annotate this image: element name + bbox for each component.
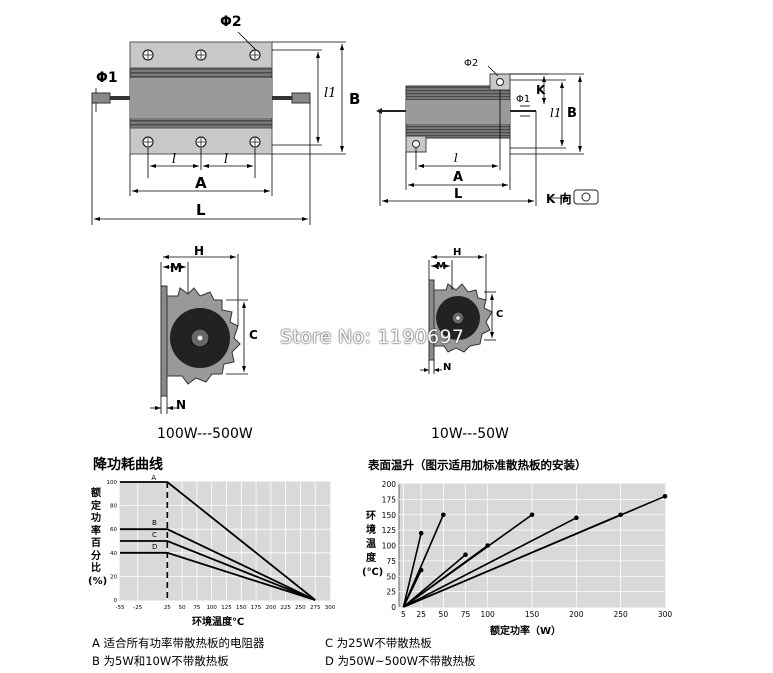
temprise-tick-labels: 5 25 50 75 100 150 200 250 300 0 25 50 75 100 125 150 17… xyxy=(382,480,673,619)
small-resistor-view xyxy=(376,65,599,206)
large-resistor-view xyxy=(91,31,346,225)
derating-ytick-1: 20 xyxy=(110,574,117,580)
derating-xtick-12: 275 xyxy=(310,605,321,611)
temprise-series xyxy=(402,494,668,608)
derating-ytick-3: 60 xyxy=(110,527,117,533)
derating-series-label-C: C xyxy=(152,531,157,539)
temprise-point-2 xyxy=(441,512,446,518)
derating-ylabel-char-3: 率 xyxy=(91,525,101,537)
temprise-line-2 xyxy=(402,514,445,608)
temprise-ylabel-char-3: 度 xyxy=(366,553,376,564)
caption-10w-50w: 10W---50W xyxy=(431,426,509,442)
legend-d: D 为50W~500W不带散热板 xyxy=(325,654,476,668)
store-watermark: Store No: 1190697 xyxy=(280,326,465,348)
derating-xtick-9: 200 xyxy=(266,605,277,611)
large-end-view xyxy=(150,254,248,414)
temprise-xtick-0: 5 xyxy=(401,610,406,619)
temprise-xtick-5: 150 xyxy=(525,610,540,619)
derating-series-label-D: D xyxy=(152,543,157,551)
derating-line-D xyxy=(120,551,316,601)
temprise-point-8 xyxy=(662,494,668,499)
temprise-line-6 xyxy=(403,517,577,608)
temprise-xtick-7: 250 xyxy=(614,610,629,619)
derating-xtick-5: 100 xyxy=(206,605,217,611)
derating-xtick-3: 50 xyxy=(179,605,186,611)
temprise-xtick-3: 75 xyxy=(461,610,471,619)
temprise-xtick-2: 50 xyxy=(439,610,449,619)
derating-xtick-1: -25 xyxy=(133,605,142,611)
temprise-ytick-3: 75 xyxy=(386,557,396,566)
derating-xtick-4: 75 xyxy=(193,605,200,611)
derating-line-A xyxy=(120,481,316,601)
temprise-point-5 xyxy=(529,512,535,518)
small-end-view xyxy=(420,254,496,374)
caption-100w-500w: 100W---500W xyxy=(157,426,253,442)
temprise-xtick-6: 200 xyxy=(569,610,584,619)
temprise-line-5 xyxy=(402,514,533,608)
derating-ylabel-char-7: (%) xyxy=(88,575,108,587)
derating-ylabel-char-6: 比 xyxy=(91,563,101,574)
temprise-chart: 5 25 50 75 100 150 200 250 300 0 25 50 75 100 125 150 17… xyxy=(382,480,673,619)
derating-series: A BCD xyxy=(120,474,316,601)
derating-xtick-0: -55 xyxy=(116,605,125,611)
derating-ylabel-char-5: 分 xyxy=(91,550,101,562)
temprise-ytick-4: 100 xyxy=(382,542,397,551)
derating-series-label-A: A xyxy=(151,474,156,482)
derating-ytick-5: 100 xyxy=(107,480,118,486)
derating-xtick-6: 125 xyxy=(221,605,232,611)
derating-xtick-2: 25 xyxy=(164,605,171,611)
temprise-ylabel-char-0: 环 xyxy=(366,511,376,522)
temprise-ylabel: 环境温度 (℃) xyxy=(362,510,384,580)
temprise-line-8 xyxy=(403,495,666,608)
derating-line-B xyxy=(120,528,316,601)
legend-c: C 为25W不带散热板 xyxy=(325,636,432,650)
temprise-xtick-8: 300 xyxy=(658,610,673,619)
temprise-ytick-6: 150 xyxy=(382,511,397,520)
derating-xtick-13: 300 xyxy=(325,605,336,611)
temprise-gridlines xyxy=(399,483,666,608)
temprise-xtick-4: 100 xyxy=(481,610,496,619)
derating-ylabel-char-4: 百 xyxy=(91,538,101,549)
temprise-point-6 xyxy=(574,515,579,521)
temprise-ytick-1: 25 xyxy=(386,588,396,597)
derating-xlabel: 环境温度℃ xyxy=(192,617,245,628)
temprise-title: 表面温升（图示适用加标准散热板的安装） xyxy=(368,458,587,472)
derating-ylabel: 额定功率百分比(%) xyxy=(88,488,108,588)
derating-ytick-4: 80 xyxy=(110,504,117,510)
derating-xtick-7: 150 xyxy=(236,605,247,611)
derating-xtick-8: 175 xyxy=(251,605,262,611)
legend-b: B 为5W和10W不带散热板 xyxy=(92,654,229,668)
temprise-ylabel-char-4: (℃) xyxy=(362,567,384,578)
temprise-line-3 xyxy=(402,554,467,608)
temprise-point-1 xyxy=(418,530,424,536)
derating-ylabel-char-2: 功 xyxy=(91,513,101,524)
derating-ytick-0: 0 xyxy=(114,598,118,604)
temprise-ytick-0: 0 xyxy=(391,603,396,612)
derating-title: 降功耗曲线 xyxy=(93,457,163,473)
temprise-line-1 xyxy=(402,533,422,608)
temprise-point-3 xyxy=(463,552,468,558)
derating-xtick-11: 250 xyxy=(295,605,306,611)
derating-xtick-10: 225 xyxy=(280,605,291,611)
derating-series-label-B: B xyxy=(152,519,157,527)
legend-a: A 适合所有功率带散热板的电阻器 xyxy=(92,636,265,650)
temprise-ytick-8: 200 xyxy=(382,480,397,489)
temprise-xtick-1: 25 xyxy=(416,610,426,619)
temprise-ytick-2: 50 xyxy=(386,572,396,581)
temprise-ylabel-char-2: 温 xyxy=(366,539,376,550)
derating-ylabel-char-0: 额 xyxy=(91,488,101,499)
derating-ylabel-char-1: 定 xyxy=(91,500,101,512)
temprise-ytick-7: 175 xyxy=(382,495,397,504)
temprise-ylabel-char-1: 境 xyxy=(366,525,376,536)
derating-line-C xyxy=(120,540,316,601)
derating-ytick-2: 40 xyxy=(110,551,117,557)
temprise-xlabel: 额定功率（W） xyxy=(490,626,562,637)
temprise-ytick-5: 125 xyxy=(382,526,397,535)
